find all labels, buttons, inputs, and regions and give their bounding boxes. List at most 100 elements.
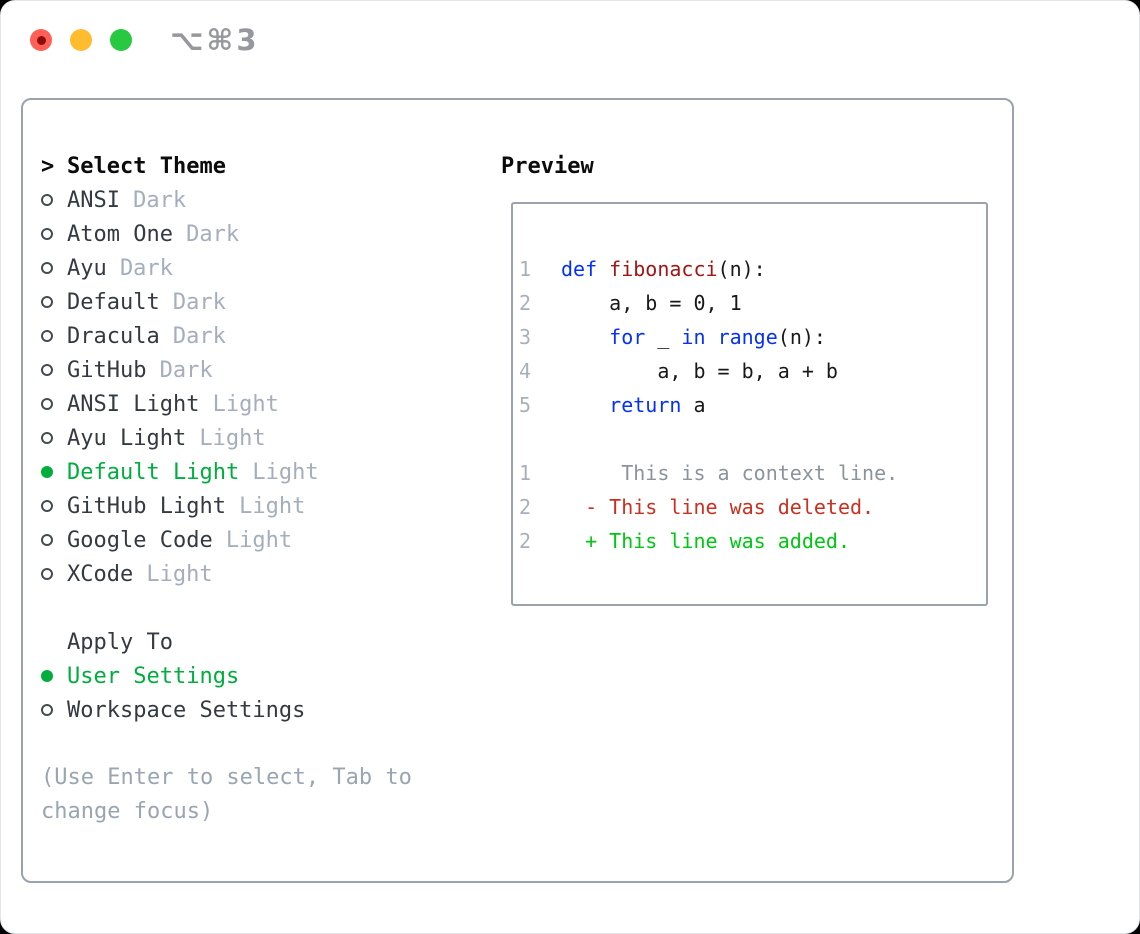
theme-tag: Light (239, 493, 306, 519)
code-token (706, 325, 718, 349)
theme-option-label: Google Code (67, 527, 213, 553)
theme-tag: Light (199, 425, 266, 451)
line-number: 1 (519, 461, 532, 485)
hint-text: (Use Enter to select, Tab to change focu… (41, 765, 412, 824)
theme-option-dracula-dark[interactable]: Dracula Dark (41, 319, 481, 353)
code-token: a (681, 393, 706, 417)
theme-tag: Dark (172, 323, 226, 349)
theme-tag: Light (212, 391, 279, 417)
theme-option-label: Default (67, 289, 160, 315)
line-number: 3 (519, 325, 532, 349)
theme-option-github-light[interactable]: GitHub Light Light (41, 489, 481, 523)
line-number: 4 (519, 359, 532, 383)
radio-icon (41, 398, 53, 410)
code-token: - This line was deleted. (561, 495, 875, 519)
theme-option-label: ANSI Light (67, 391, 200, 417)
code-token: def (561, 257, 598, 281)
theme-option-label: XCode (67, 561, 134, 587)
line-number: 2 (519, 529, 532, 553)
theme-tag: Dark (159, 357, 213, 383)
theme-option-ayu-light[interactable]: Ayu Light Light (41, 421, 481, 455)
theme-list-column: > Select Theme ANSI Dark Atom One Dark A… (41, 149, 481, 881)
theme-select-header-row: > Select Theme (41, 149, 481, 183)
line-number: 2 (519, 495, 532, 519)
theme-option-default-dark[interactable]: Default Dark (41, 285, 481, 319)
theme-tag: Dark (172, 289, 226, 315)
theme-option-xcode-light[interactable]: XCode Light (41, 557, 481, 591)
code-token: fibonacci (609, 257, 718, 281)
apply-option-label: Workspace Settings (67, 697, 306, 723)
line-number: 1 (519, 257, 532, 281)
theme-option-default-light[interactable]: Default Light Light (41, 455, 481, 489)
theme-tag: Light (225, 527, 293, 553)
theme-option-label: GitHub Light (67, 493, 226, 519)
code-token: (n): (717, 257, 766, 281)
theme-option-github-dark[interactable]: GitHub Dark (41, 353, 481, 387)
blank-line (519, 422, 986, 456)
content-panel: > Select Theme ANSI Dark Atom One Dark A… (21, 98, 1014, 883)
diff-line: 2 - This line was deleted. (519, 490, 986, 524)
diff-line: 2 + This line was added. (519, 524, 986, 558)
theme-tag: Light (252, 459, 319, 485)
radio-icon (41, 194, 53, 206)
radio-icon (41, 568, 53, 580)
radio-selected-icon (41, 466, 53, 478)
theme-option-label: Atom One (67, 221, 173, 247)
radio-icon (41, 432, 53, 444)
code-token: + This line was added. (561, 529, 850, 553)
code-token: (n): (777, 325, 826, 349)
theme-tag: Dark (119, 255, 173, 281)
code-line: 2 a, b = 0, 1 (519, 286, 986, 320)
theme-option-google-code-light[interactable]: Google Code Light (41, 523, 481, 557)
code-token: a, b = 0, 1 (561, 291, 742, 315)
radio-icon (41, 704, 53, 716)
close-button[interactable] (30, 29, 52, 51)
line-number: 5 (519, 393, 532, 417)
radio-icon (41, 364, 53, 376)
theme-tag: Dark (133, 187, 187, 213)
titlebar: ⌥⌘3 (30, 23, 260, 57)
theme-option-ansi-light[interactable]: ANSI Light Light (41, 387, 481, 421)
apply-option-label: User Settings (67, 663, 240, 689)
code-token: This is a context line. (561, 461, 899, 485)
theme-option-atom-one-dark[interactable]: Atom One Dark (41, 217, 481, 251)
theme-option-label: Ayu Light (67, 425, 187, 451)
code-token: range (717, 325, 778, 349)
code-line: 5 return a (519, 388, 986, 422)
radio-icon (41, 262, 53, 274)
theme-option-label: Default Light (67, 459, 240, 485)
gap (41, 591, 481, 625)
theme-select-title: Select Theme (67, 153, 226, 179)
prompt-caret: > (41, 153, 55, 179)
code-line: 3 for _ in range(n): (519, 320, 986, 354)
code-token: for (609, 325, 646, 349)
code-token: in (681, 325, 706, 349)
zoom-button[interactable] (110, 29, 132, 51)
preview-title: Preview (501, 153, 594, 179)
code-line: 4 a, b = b, a + b (519, 354, 986, 388)
apply-option-workspace-settings[interactable]: Workspace Settings (41, 693, 481, 727)
minimize-button[interactable] (70, 29, 92, 51)
theme-option-label: Dracula (67, 323, 160, 349)
radio-selected-icon (41, 670, 53, 682)
code-token (561, 393, 609, 417)
code-token: _ (645, 325, 682, 349)
line-number: 2 (519, 291, 532, 315)
apply-to-title: Apply To (67, 629, 173, 655)
theme-tag: Dark (186, 221, 240, 247)
theme-option-label: ANSI (67, 187, 120, 213)
apply-option-user-settings[interactable]: User Settings (41, 659, 481, 693)
code-token: a, b = b, a + b (561, 359, 838, 383)
radio-icon (41, 296, 53, 308)
theme-tag: Light (146, 561, 213, 587)
code-token: return (609, 393, 682, 417)
theme-option-ansi-dark[interactable]: ANSI Dark (41, 183, 481, 217)
radio-icon (41, 500, 53, 512)
radio-icon (41, 534, 53, 546)
window-title-shortcut: ⌥⌘3 (170, 23, 260, 57)
apply-to-header-row: Apply To (41, 625, 481, 659)
diff-line: 1 This is a context line. (519, 456, 986, 490)
theme-option-ayu-dark[interactable]: Ayu Dark (41, 251, 481, 285)
